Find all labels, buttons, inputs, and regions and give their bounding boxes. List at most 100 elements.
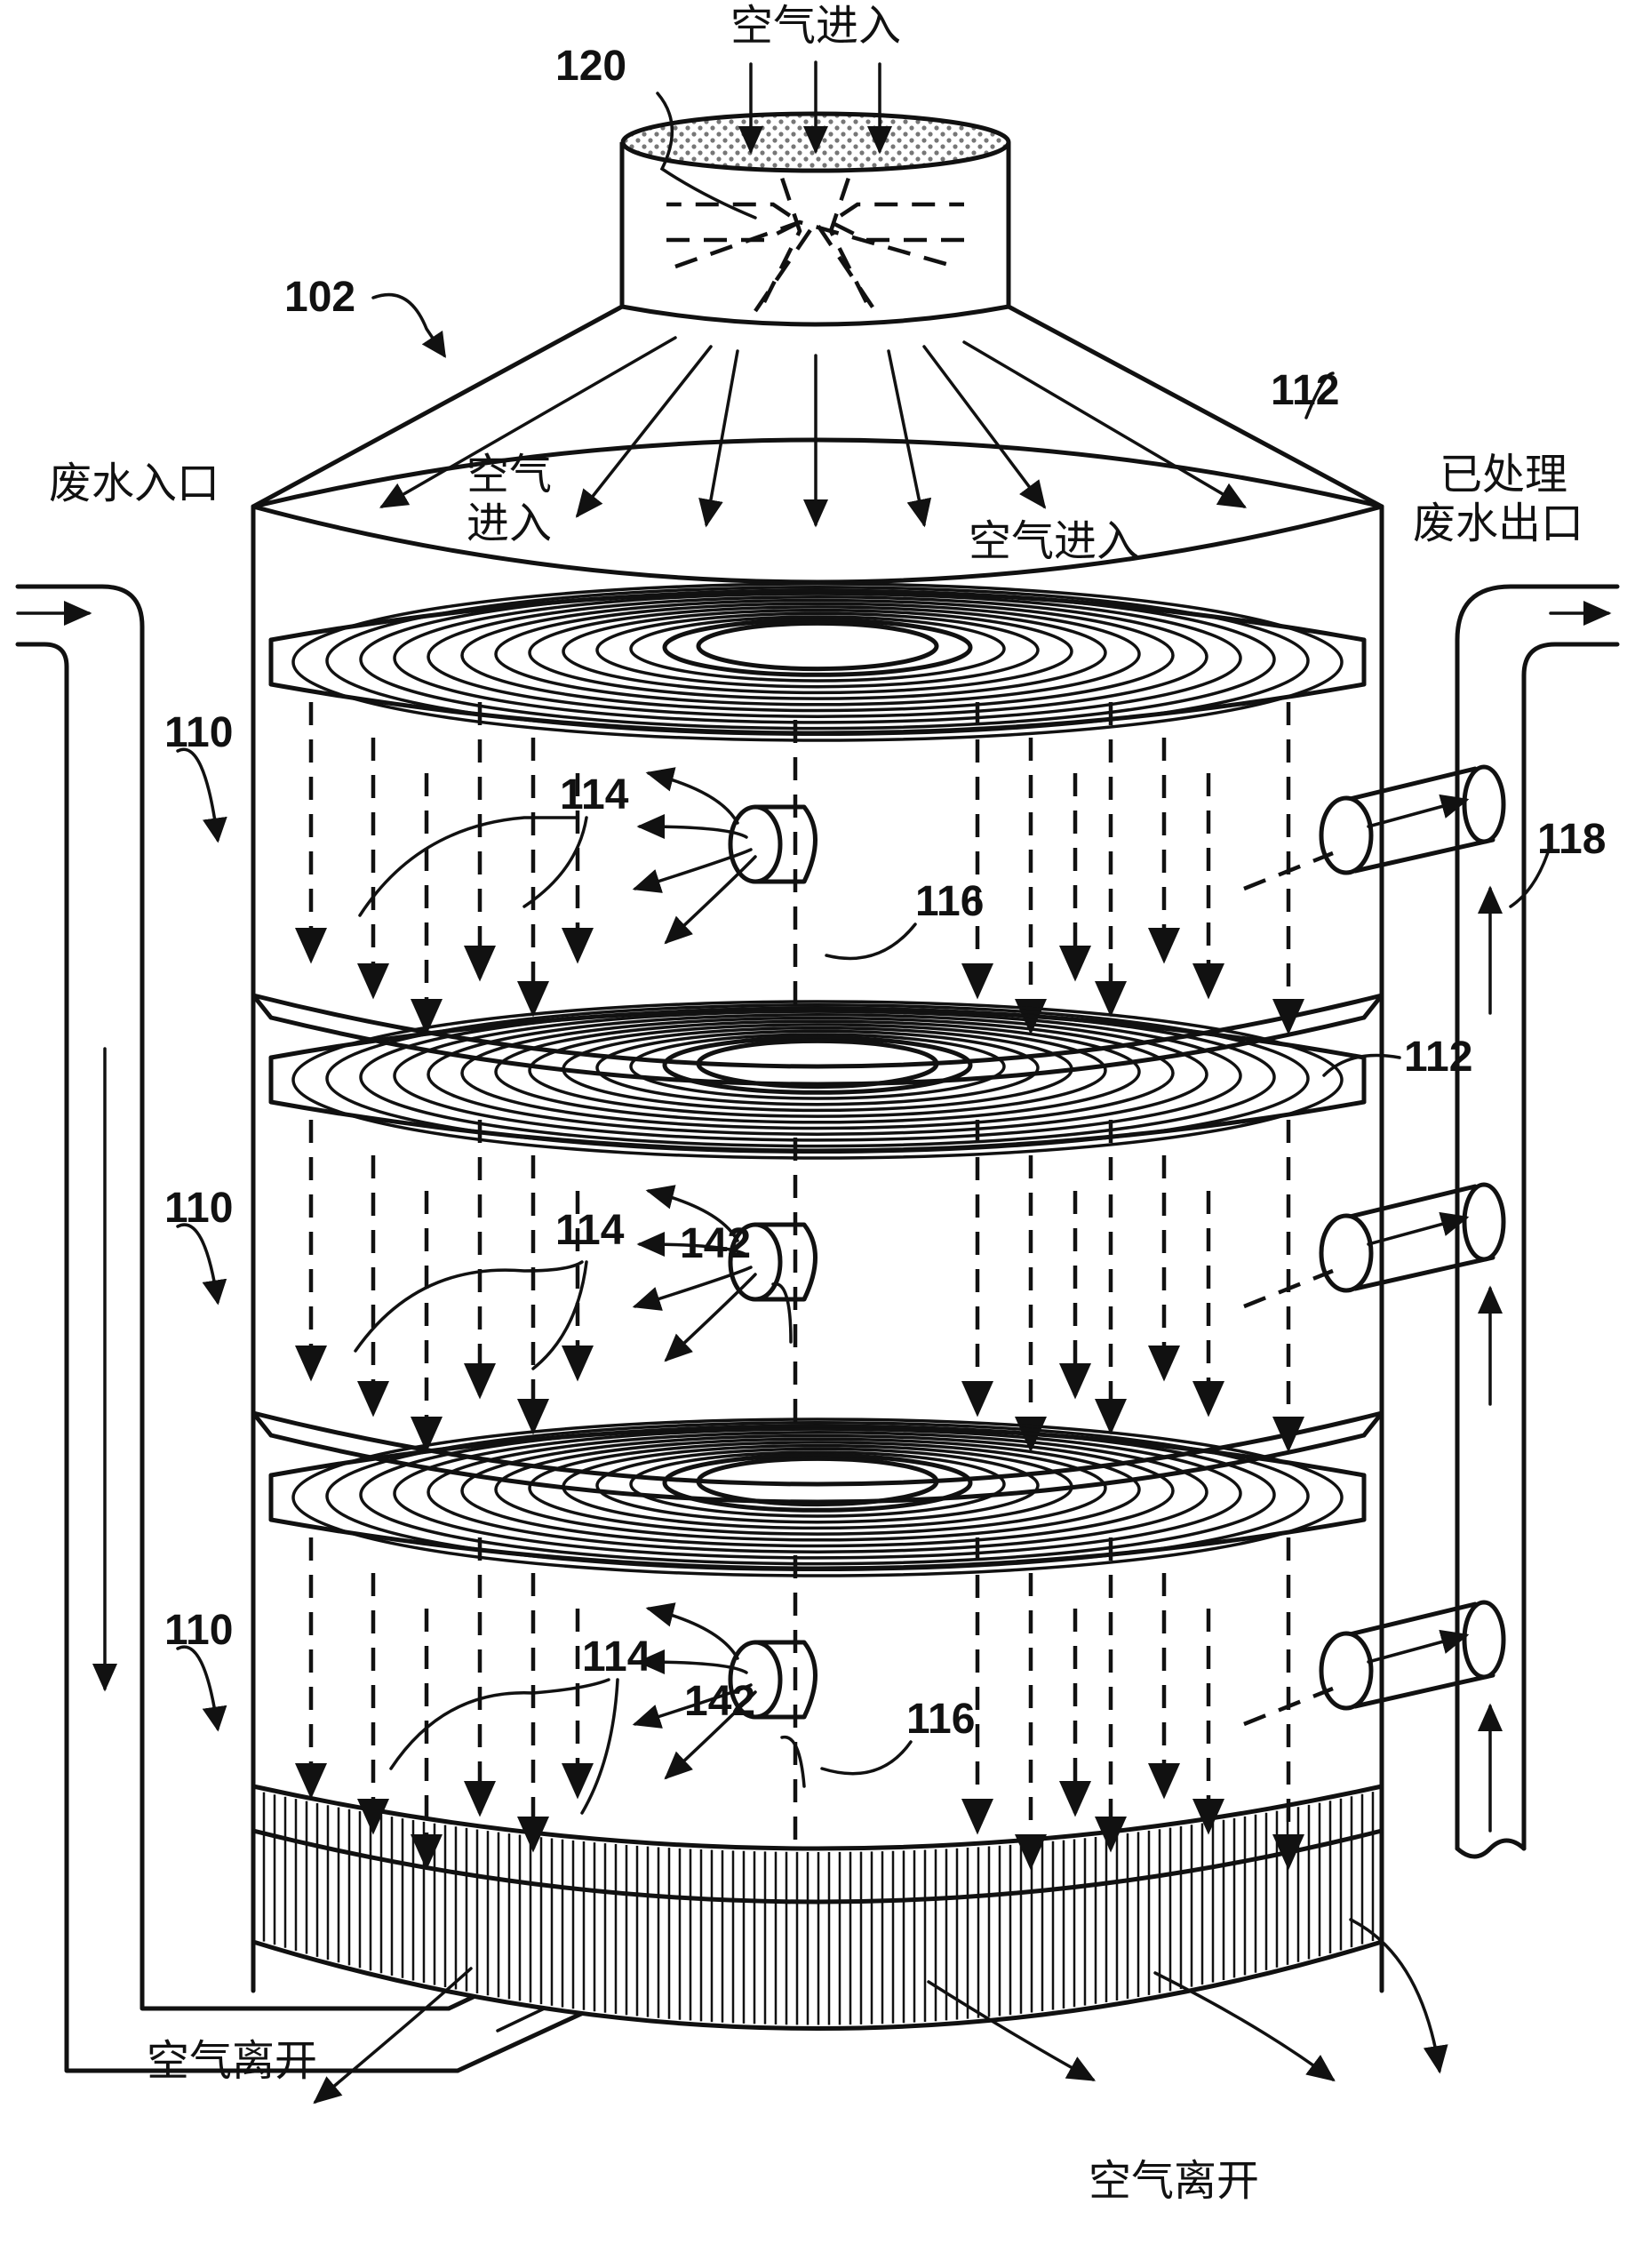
concentric-ring [359, 1006, 1276, 1148]
ref-142-mid: 142 [680, 1220, 751, 1267]
stage-2 [251, 1000, 1506, 1505]
labels: 空气进入 废水入口 空气 进入 空气进入 已处理 废水出口 空气离开 空气离开 … [49, 1, 1606, 2206]
spray-arrow [664, 1273, 757, 1362]
concentric-ring [696, 1038, 939, 1090]
spray-arrow [645, 1602, 739, 1660]
concentric-ring [494, 1019, 1141, 1124]
cone-air-arrows [379, 336, 1248, 528]
label-air-in-left-1: 空气 [467, 450, 552, 499]
ref-120: 120 [555, 43, 626, 90]
outlet-stub-pipe [1344, 1601, 1495, 1709]
label-treated-1: 已处理 [1440, 450, 1567, 499]
label-air-out-bottom: 空气离开 [1089, 2156, 1259, 2206]
concentric-ring [696, 620, 939, 672]
concentric-ring [291, 582, 1344, 742]
top-cone [251, 304, 1384, 585]
concentric-ring [325, 1002, 1310, 1154]
air-flow-arrow [575, 345, 713, 518]
concentric-ring [325, 1420, 1310, 1572]
concentric-ring [629, 1450, 1006, 1518]
spray-arrow [636, 814, 748, 840]
air-flow-arrow [887, 349, 932, 528]
ref-116-bot: 116 [906, 1696, 975, 1743]
concentric-ring [494, 1437, 1141, 1542]
concentric-ring [629, 615, 1006, 683]
fan-icon [666, 177, 964, 313]
ref-110-bot: 110 [164, 1607, 233, 1654]
concentric-ring [359, 1424, 1276, 1566]
concentric-ring [595, 1447, 1040, 1524]
stage-3 [251, 1418, 1506, 1905]
concentric-ring [427, 1013, 1208, 1136]
concentric-ring [562, 608, 1073, 695]
spray-arrow [645, 767, 739, 825]
concentric-ring [562, 1026, 1073, 1113]
treated-outlet-pipe [1455, 584, 1620, 1859]
concentric-ring [595, 611, 1040, 689]
concentric-ring [528, 605, 1107, 700]
ref-102: 102 [284, 274, 355, 321]
tower-shell [251, 504, 1384, 1993]
ref-114-mid: 114 [555, 1207, 625, 1254]
concentric-ring [696, 1456, 939, 1507]
label-air-in-left-2: 进入 [467, 499, 552, 548]
concentric-ring [662, 1453, 973, 1513]
ref-114-top: 114 [560, 771, 629, 819]
air-flow-arrow [698, 349, 739, 528]
nozzle-icon [728, 804, 783, 884]
ref-116-top: 116 [915, 878, 984, 925]
concentric-ring [393, 1427, 1242, 1560]
label-air-out-left: 空气离开 [147, 2036, 317, 2086]
ref-142-bot: 142 [684, 1678, 755, 1725]
label-air-in-top: 空气进入 [730, 1, 901, 51]
air-intake-neck [619, 60, 1011, 327]
spray-arrow [632, 1266, 753, 1311]
base-air-outlet-ring [251, 1784, 1384, 2031]
spray-arrow [632, 1683, 753, 1729]
ref-110-mid: 110 [164, 1185, 233, 1232]
concentric-ring [427, 595, 1208, 718]
label-treated-2: 废水出口 [1413, 499, 1583, 548]
concentric-ring [427, 1431, 1208, 1553]
ref-112-top: 112 [1271, 367, 1339, 414]
concentric-ring [460, 1016, 1175, 1130]
air-flow-arrow [379, 336, 677, 508]
air-flow-arrow [962, 340, 1248, 508]
concentric-ring [393, 1010, 1242, 1142]
spray-arrow [632, 848, 753, 893]
spray-arrow [636, 1649, 748, 1675]
concentric-ring [393, 592, 1242, 724]
ref-114-bot: 114 [582, 1633, 651, 1681]
concentric-ring [494, 602, 1141, 707]
ref-118: 118 [1537, 816, 1606, 863]
concentric-ring [595, 1029, 1040, 1106]
concentric-ring [528, 1023, 1107, 1118]
spray-arrow [664, 1690, 757, 1780]
ref-110-top: 110 [164, 709, 233, 756]
outlet-stub-pipe [1344, 1184, 1495, 1291]
air-outlet-arrows [313, 1918, 1448, 2104]
label-wastewater-inlet: 废水入口 [49, 459, 219, 508]
ref-112-mid: 112 [1404, 1034, 1472, 1081]
leader-lines [176, 92, 1552, 1815]
concentric-ring [291, 1418, 1344, 1577]
stage-1 [251, 582, 1506, 1087]
concentric-ring [662, 1035, 973, 1095]
air-flow-arrow [922, 345, 1047, 509]
label-air-in-right: 空气进入 [969, 516, 1139, 566]
concentric-ring [528, 1441, 1107, 1536]
concentric-ring [359, 588, 1276, 731]
concentric-ring [460, 1433, 1175, 1548]
outlet-stub-pipe [1344, 766, 1495, 874]
tower-stages [251, 582, 1506, 1905]
spray-arrow [645, 1185, 739, 1242]
concentric-ring [629, 1033, 1006, 1100]
spray-arrow [664, 855, 757, 945]
concentric-ring [291, 1000, 1344, 1160]
concentric-ring [562, 1443, 1073, 1530]
wastewater-inlet-pipe [15, 584, 460, 2073]
concentric-ring [460, 598, 1175, 713]
concentric-ring [662, 618, 973, 677]
